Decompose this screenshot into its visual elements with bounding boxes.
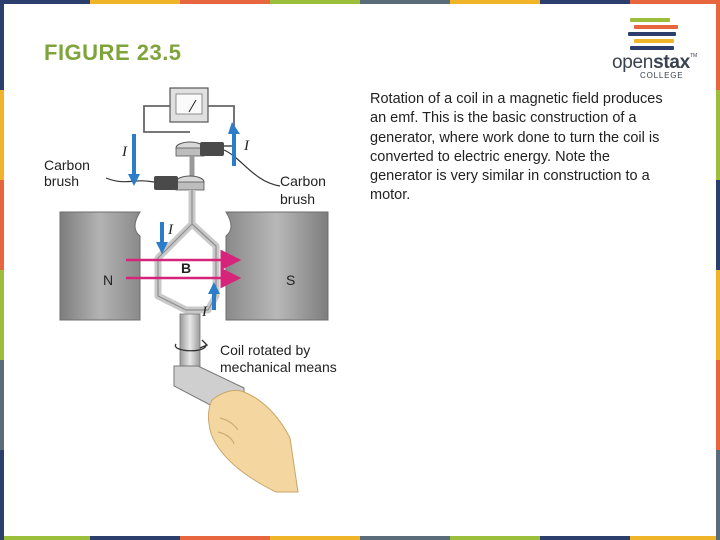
right-brush-leader [223, 149, 281, 187]
label-rotation-1: Coil rotated by [220, 342, 310, 358]
label-current-left: I [121, 144, 128, 160]
label-field-b: B [181, 260, 191, 276]
logo-subtitle: COLLEGE [640, 71, 684, 80]
generator-diagram: Carbon brush Carbon brush I I I I N S B … [44, 87, 337, 493]
openstax-logo: openstax TM COLLEGE [604, 16, 704, 82]
logo-trademark: TM [690, 53, 698, 59]
label-carbon-brush-right-1: Carbon [280, 173, 326, 189]
top-color-strip [0, 0, 720, 4]
current-arrow-down-left [128, 134, 140, 186]
carbon-brush-bottom [154, 176, 178, 190]
magnet-south [225, 211, 329, 321]
galvanometer-icon [169, 87, 209, 123]
figure-caption: Rotation of a coil in a magnetic field p… [370, 91, 663, 204]
label-carbon-brush-left-2: brush [44, 173, 79, 189]
figure-title: FIGURE 23.5 [44, 40, 182, 65]
logo-wordmark: openstax [612, 52, 690, 73]
magnet-north [59, 211, 141, 321]
wire-left [143, 105, 190, 133]
current-arrows [128, 122, 240, 310]
wire-right [208, 105, 235, 147]
label-pole-s: S [286, 272, 295, 288]
label-carbon-brush-right-2: brush [280, 191, 315, 207]
current-arrow-down-coil [156, 222, 168, 254]
label-current-right: I [243, 138, 250, 154]
carbon-brush-top [200, 142, 224, 156]
hand-illustration [208, 389, 299, 493]
current-arrow-up-right [228, 122, 240, 166]
label-pole-n: N [103, 272, 113, 288]
label-rotation-2: mechanical means [220, 359, 337, 375]
label-current-coil-top: I [167, 222, 174, 238]
rotation-shaft [179, 313, 201, 373]
left-brush-leader [105, 177, 155, 183]
bottom-color-strip [0, 536, 720, 540]
right-color-strip [716, 0, 720, 540]
label-carbon-brush-left-1: Carbon [44, 157, 90, 173]
label-current-coil-bottom: I [201, 304, 208, 320]
current-arrow-up-coil [208, 282, 220, 310]
left-color-strip [0, 0, 4, 540]
